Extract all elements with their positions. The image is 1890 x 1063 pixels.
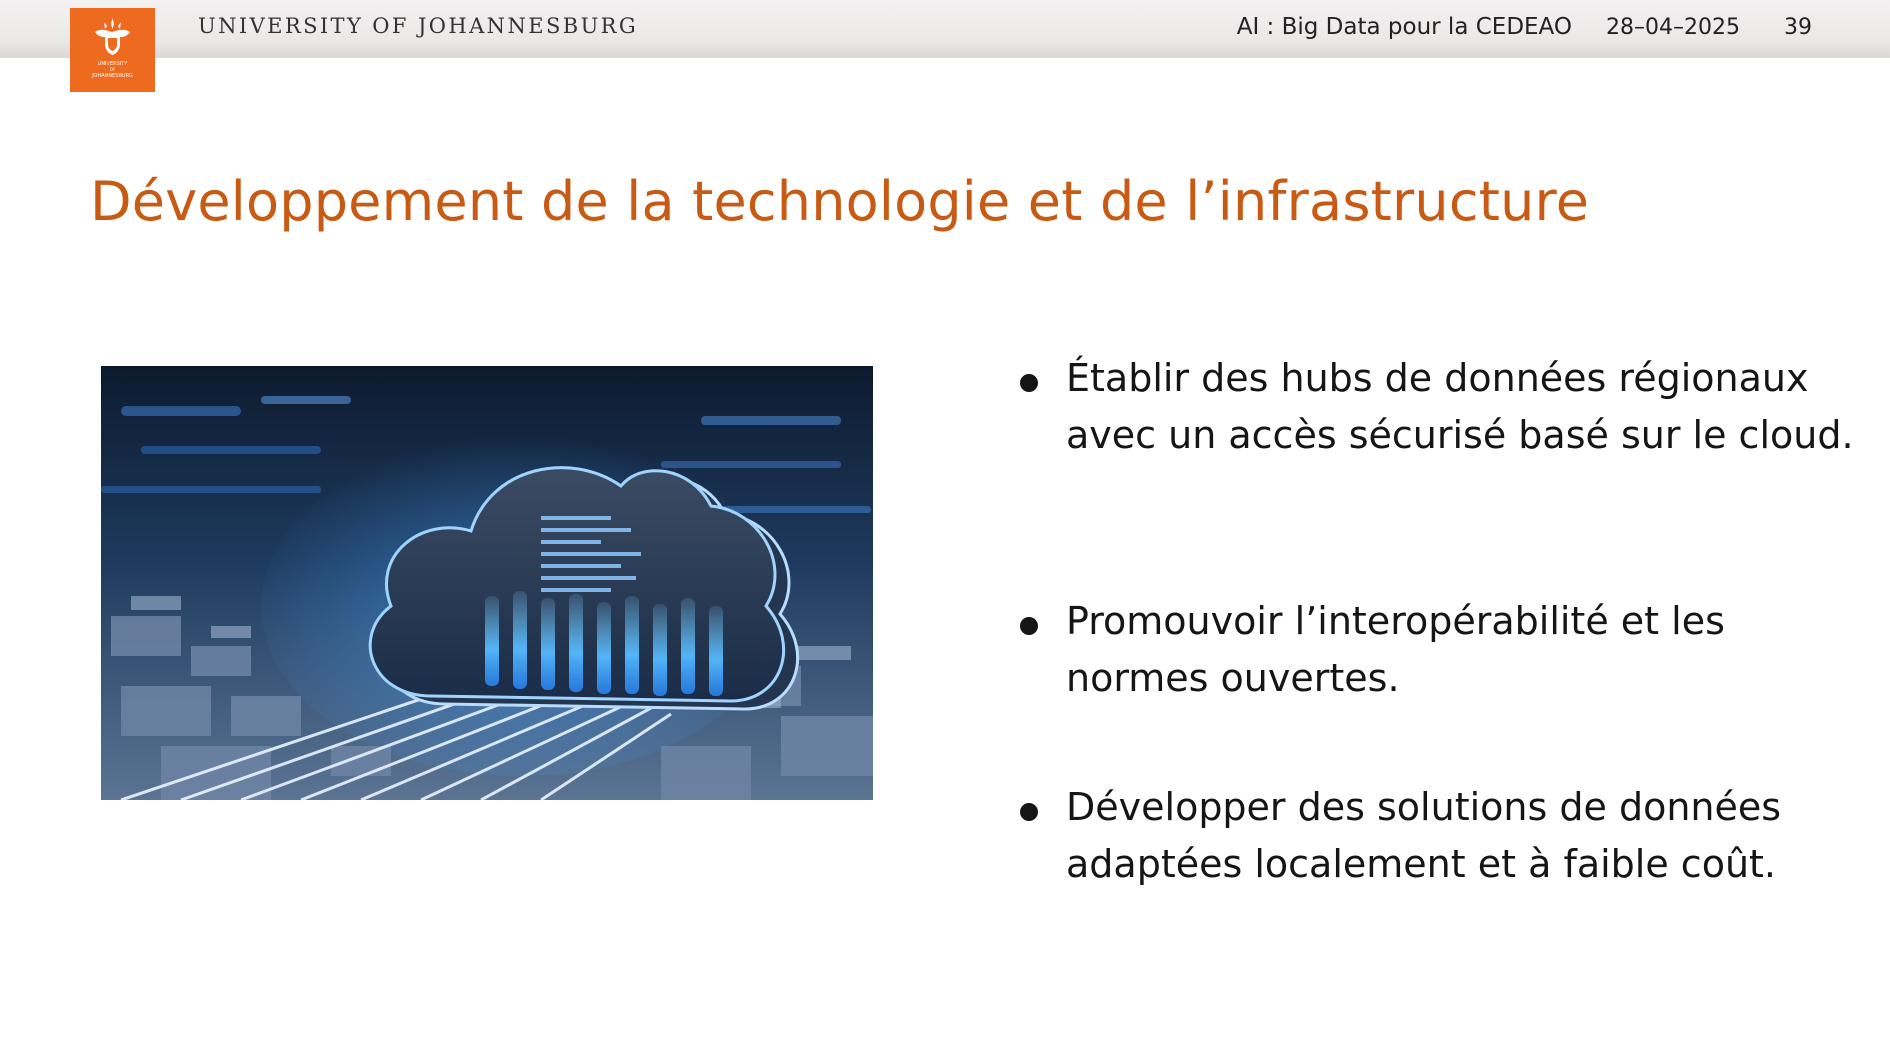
bullet-dot-icon: [1020, 374, 1038, 392]
header-bar: UNIVERSITY OF JOHANNESBURG UNIVERSITY OF…: [0, 0, 1890, 92]
university-crest-icon: UNIVERSITY OF JOHANNESBURG: [70, 8, 155, 92]
bullet-text: Promouvoir l’interopérabilité et les nor…: [1066, 599, 1725, 700]
list-item: Développer des solutions de données adap…: [1020, 779, 1860, 893]
cloud-computing-illustration-icon: [101, 366, 873, 800]
list-item: Promouvoir l’interopérabilité et les nor…: [1020, 593, 1860, 707]
talk-date: 28–04–2025: [1606, 15, 1740, 40]
university-name: UNIVERSITY OF JOHANNESBURG: [198, 14, 639, 38]
bullet-text: Développer des solutions de données adap…: [1066, 785, 1782, 886]
bullet-text: Établir des hubs de données régionaux av…: [1066, 356, 1854, 457]
bullet-dot-icon: [1020, 617, 1038, 635]
slide-title: Développement de la technologie et de l’…: [90, 170, 1590, 233]
page-number: 39: [1784, 15, 1812, 40]
list-item: Établir des hubs de données régionaux av…: [1020, 350, 1860, 464]
cloud-computing-image: [101, 366, 873, 800]
talk-title: AI : Big Data pour la CEDEAO: [1236, 14, 1572, 40]
university-logo: UNIVERSITY OF JOHANNESBURG: [70, 8, 155, 92]
bullet-dot-icon: [1020, 803, 1038, 821]
svg-text:OF: OF: [110, 67, 116, 72]
svg-text:UNIVERSITY: UNIVERSITY: [98, 61, 129, 67]
svg-text:JOHANNESBURG: JOHANNESBURG: [91, 73, 133, 79]
